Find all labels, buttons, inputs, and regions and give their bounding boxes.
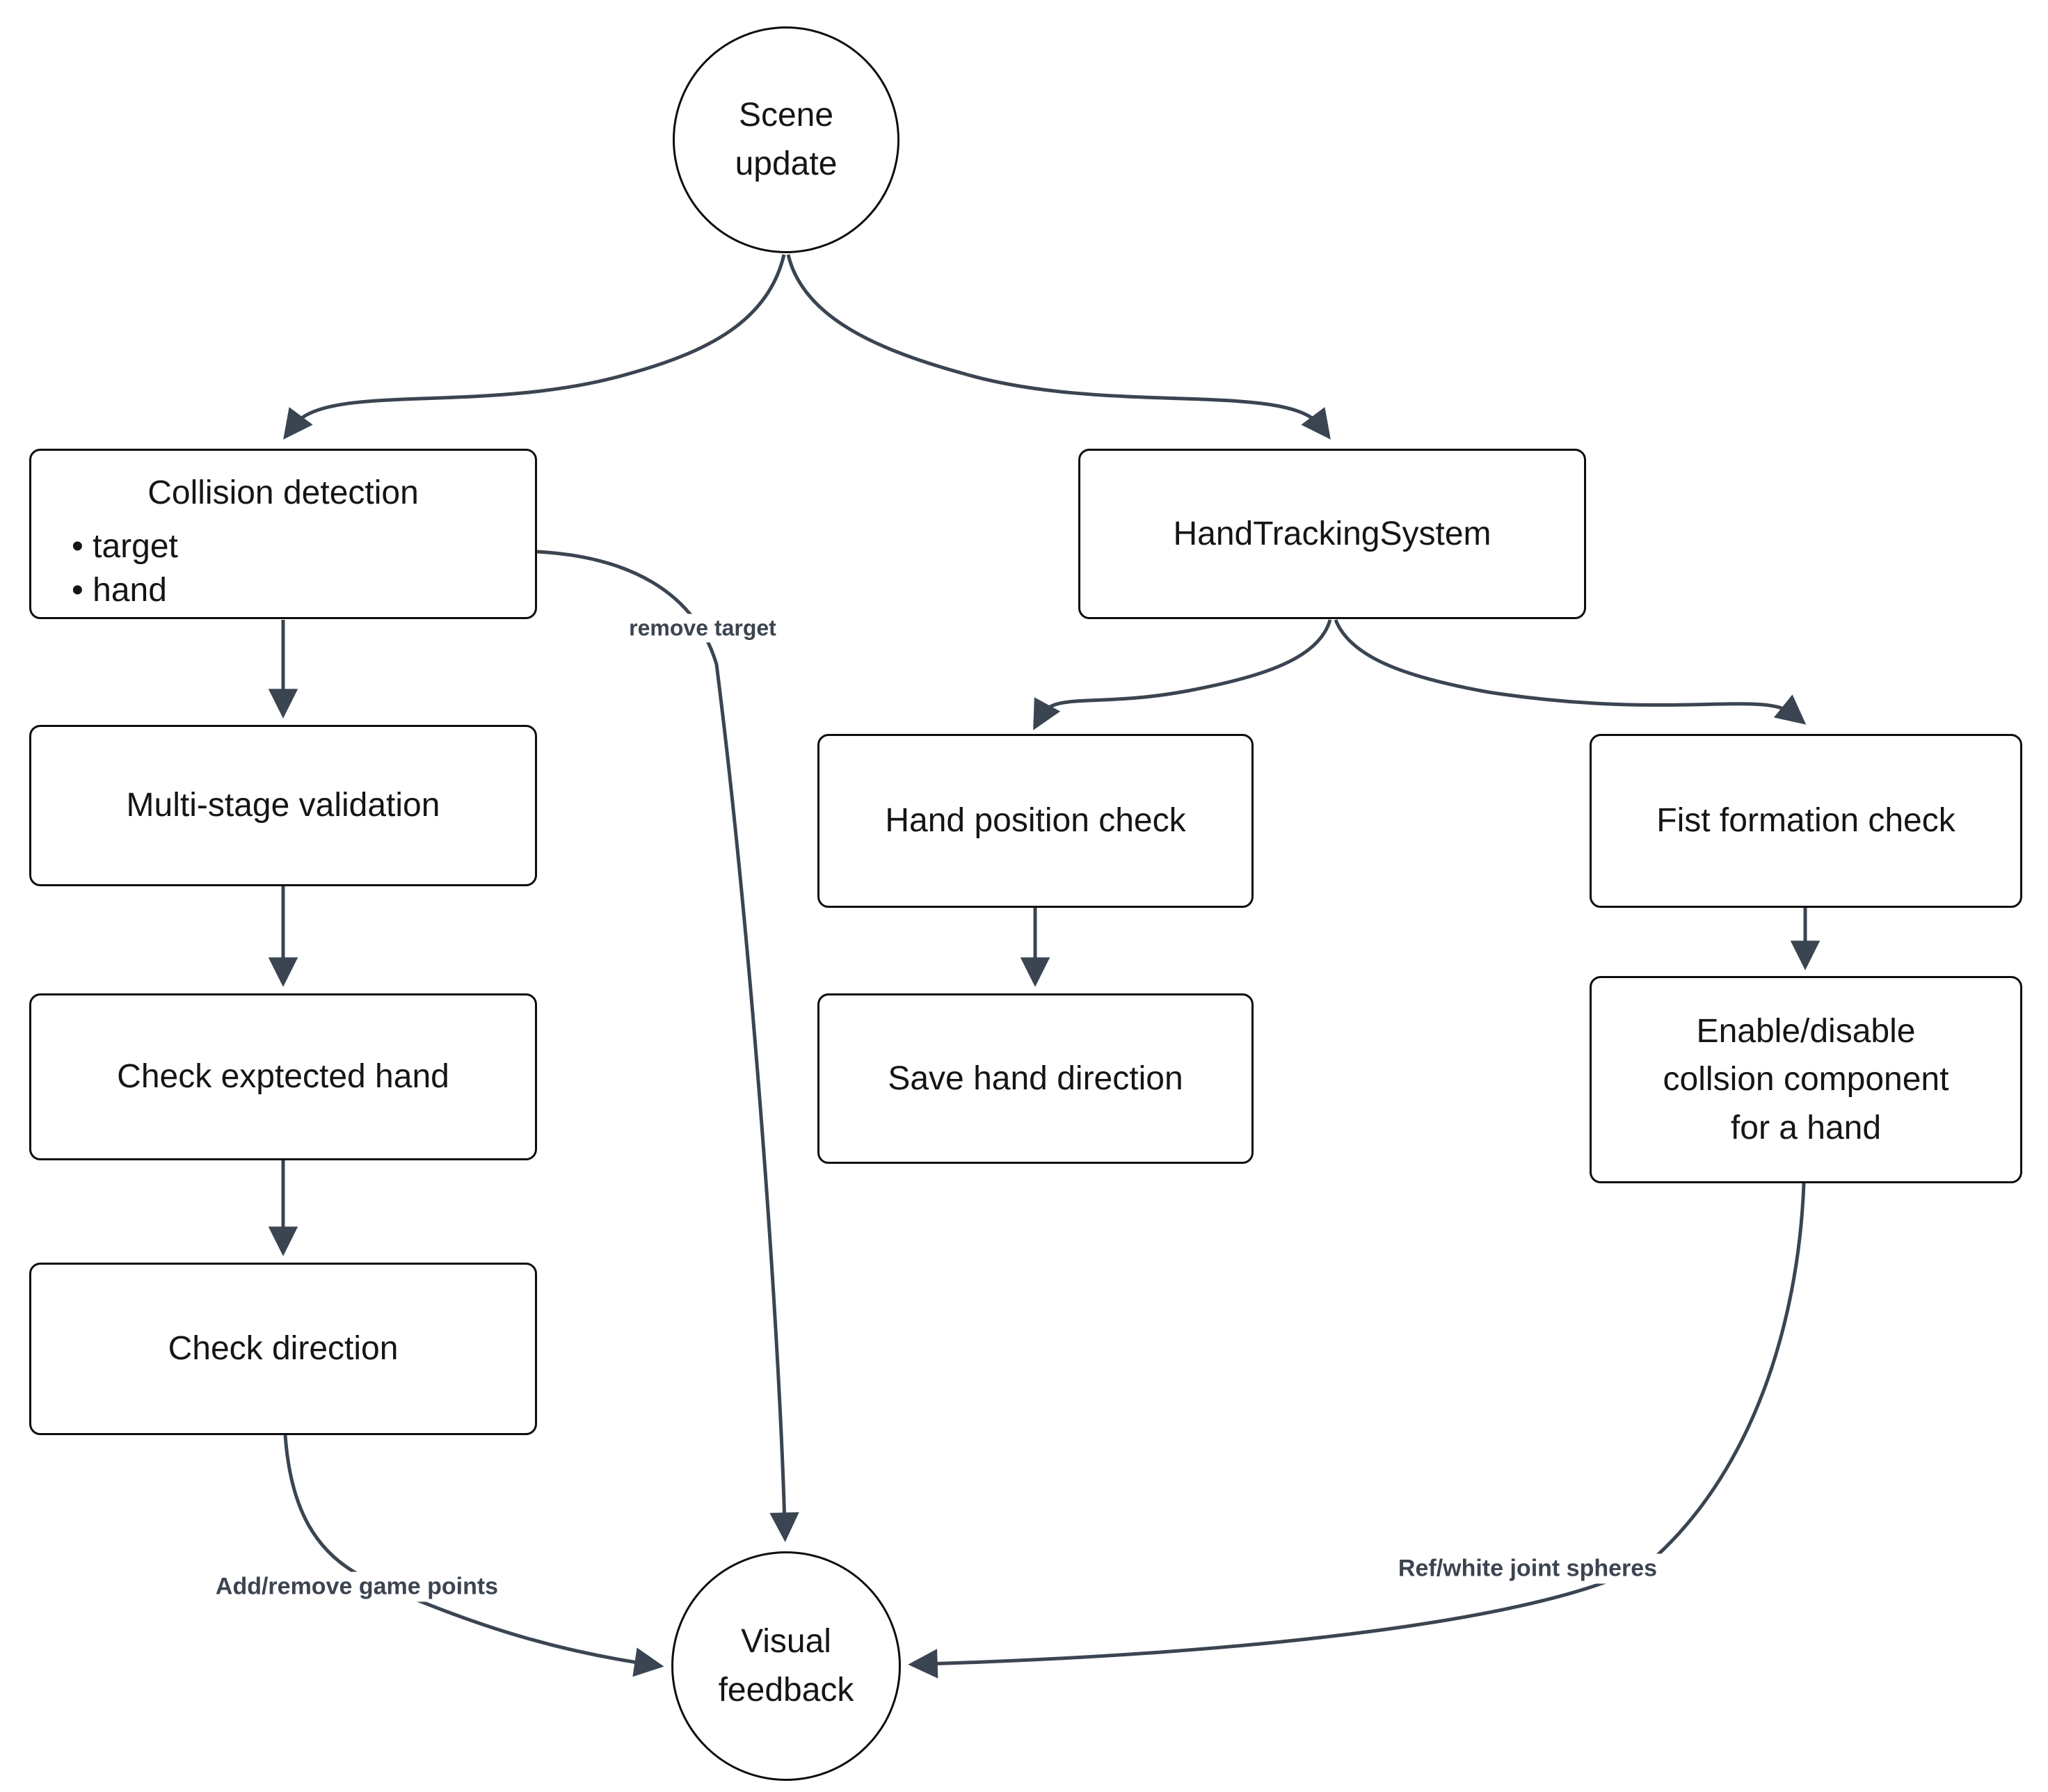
edge-collision-to-visualfeedback-remove-target	[536, 550, 799, 1542]
node-scene-update-label-line2: update	[735, 145, 838, 182]
edge-handtracking-to-fistformation	[1334, 619, 1807, 725]
node-multi-stage-validation-label: Multi-stage validation	[126, 787, 440, 824]
edge-checkdirection-to-visualfeedback	[283, 1434, 664, 1677]
edge-scene-to-handtracking	[786, 254, 1331, 440]
node-hand-position-check-label: Hand position check	[885, 802, 1186, 840]
collision-bullet-list: target hand	[31, 525, 535, 614]
node-hand-tracking-system: HandTrackingSystem	[1078, 449, 1586, 619]
node-check-expected-hand: Check exptected hand	[29, 993, 537, 1160]
edge-label-remove-target: remove target	[622, 614, 783, 643]
node-save-hand-direction-label: Save hand direction	[888, 1059, 1183, 1097]
collision-bullet-target: target	[72, 525, 535, 569]
edge-label-ref-white-joint-spheres: Ref/white joint spheres	[1391, 1553, 1665, 1584]
node-enable-disable-collision-component: Enable/disable collsion component for a …	[1590, 976, 2022, 1183]
node-collision-detection-title: Collision detection	[147, 474, 419, 511]
node-scene-update: Scene update	[673, 26, 899, 253]
node-multi-stage-validation: Multi-stage validation	[29, 725, 537, 886]
node-collision-detection: Collision detection target hand	[29, 449, 537, 619]
node-scene-update-label-line1: Scene	[738, 97, 834, 134]
node-hand-tracking-system-label: HandTrackingSystem	[1173, 515, 1491, 552]
node-fist-formation-check-label: Fist formation check	[1656, 802, 1955, 840]
node-enable-disable-label-line2: collsion component	[1663, 1061, 1949, 1098]
collision-bullet-hand: hand	[72, 568, 535, 613]
node-fist-formation-check: Fist formation check	[1590, 734, 2022, 908]
node-hand-position-check: Hand position check	[817, 734, 1254, 908]
node-check-direction-label: Check direction	[168, 1330, 399, 1368]
node-visual-feedback-label-line2: feedback	[718, 1672, 854, 1709]
edge-label-add-remove-game-points: Add/remove game points	[208, 1571, 506, 1602]
node-save-hand-direction: Save hand direction	[817, 993, 1254, 1164]
node-enable-disable-label-line3: for a hand	[1730, 1109, 1882, 1146]
edge-handtracking-to-handposition	[1033, 619, 1332, 730]
node-visual-feedback-label-line1: Visual	[741, 1623, 831, 1661]
node-check-expected-hand-label: Check exptected hand	[117, 1058, 449, 1096]
node-visual-feedback: Visual feedback	[671, 1551, 901, 1781]
node-enable-disable-label-line1: Enable/disable	[1696, 1012, 1916, 1050]
edge-enabledisable-to-visualfeedback	[908, 1183, 1806, 1679]
node-check-direction: Check direction	[29, 1263, 537, 1435]
edge-scene-to-collision	[283, 254, 786, 440]
